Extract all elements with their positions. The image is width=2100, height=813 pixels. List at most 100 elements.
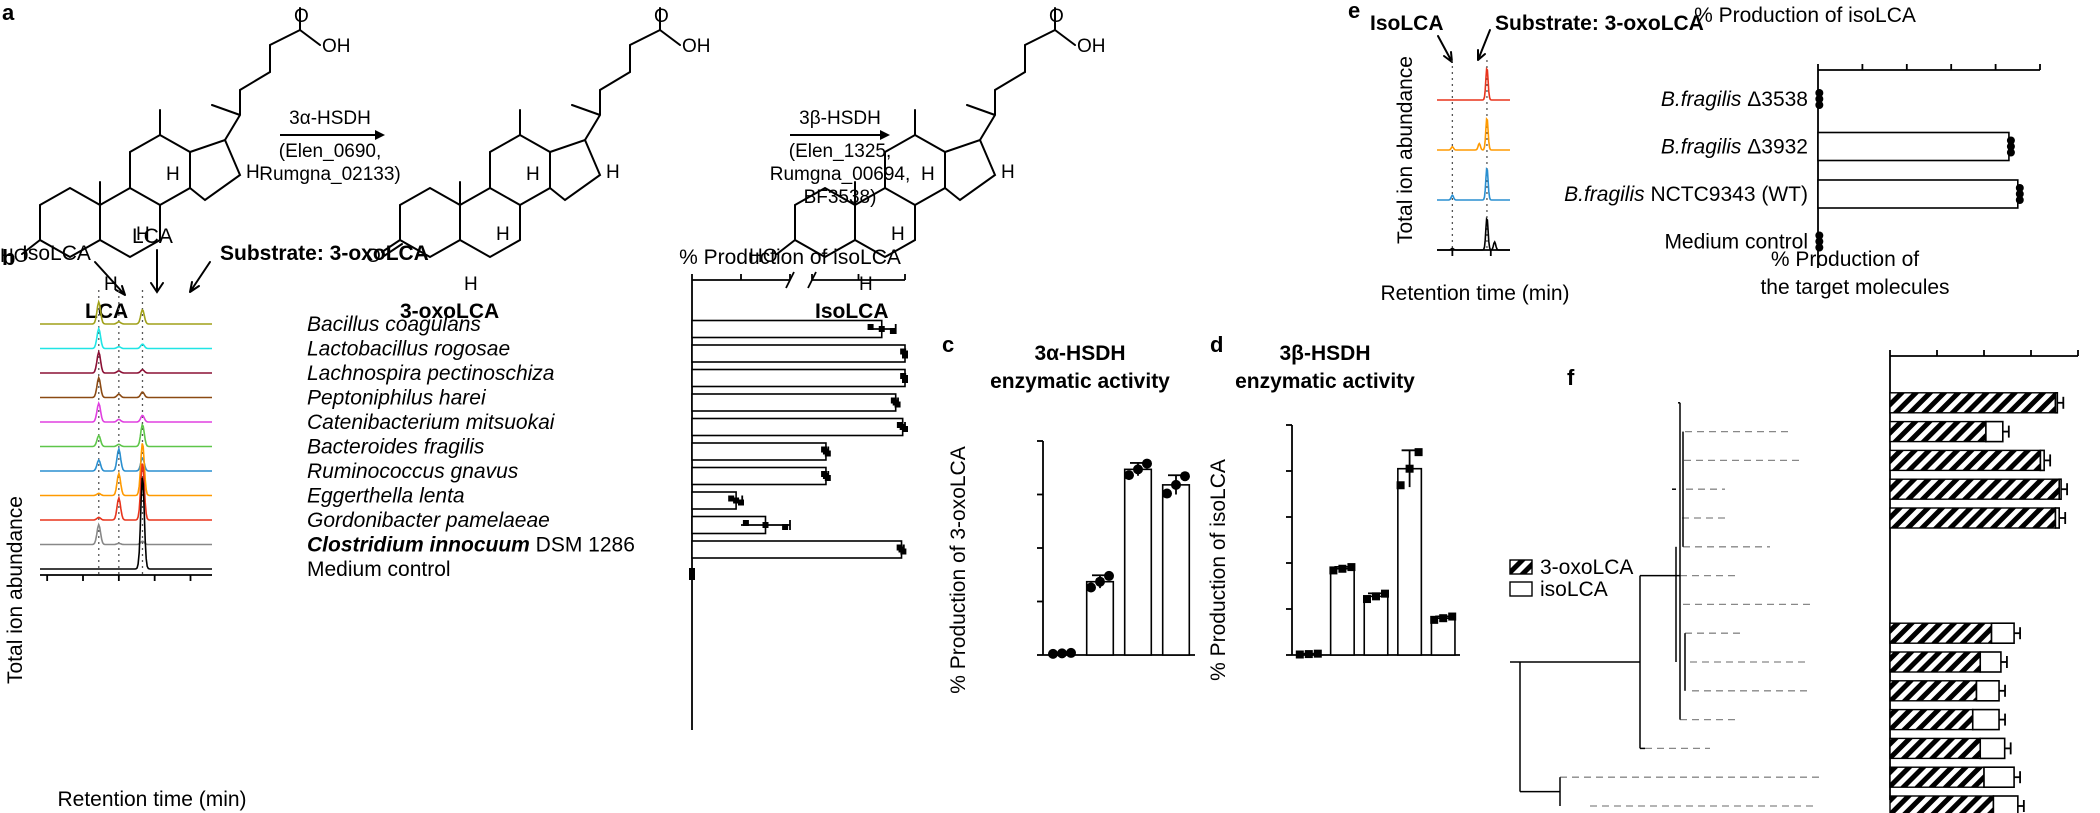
bar-isolca bbox=[2058, 478, 2062, 501]
data-point bbox=[1171, 479, 1181, 490]
atom-h: H bbox=[166, 164, 180, 185]
arrow-icon bbox=[150, 249, 164, 294]
arrow-icon bbox=[1437, 35, 1453, 63]
bar-3-oxolca bbox=[1889, 420, 1987, 443]
data-point bbox=[1815, 243, 1824, 252]
data-point bbox=[889, 328, 896, 334]
organism-genus: Clostridium innocuum bbox=[307, 534, 530, 557]
molecule-label-lca: LCA bbox=[85, 300, 128, 323]
enzyme-bar-chart-c bbox=[1037, 440, 1195, 659]
bar bbox=[691, 417, 904, 437]
panel-c: c 3α-HSDH enzymatic activity % Productio… bbox=[942, 332, 1195, 694]
atom-oh: OH bbox=[1077, 36, 1106, 57]
data-point bbox=[902, 352, 908, 359]
panel-letter-b: b bbox=[2, 245, 15, 270]
data-point bbox=[824, 450, 831, 457]
atom-h: H bbox=[891, 224, 905, 245]
chart-title: enzymatic activity bbox=[990, 370, 1170, 393]
data-point bbox=[762, 522, 769, 528]
organism-label: Lachnospira pectinoschiza bbox=[307, 362, 555, 385]
peak-label-isolca: IsoLCA bbox=[1370, 12, 1444, 35]
atom-h: H bbox=[464, 274, 478, 295]
panel-b: b IsoLCA LCA Substrate: 3-oxoLCA Bacillu… bbox=[2, 225, 908, 811]
bar-3-oxolca bbox=[1889, 766, 1985, 788]
organism-genus: Eggerthella lenta bbox=[307, 485, 465, 508]
arrow1-enzyme: 3α-HSDH bbox=[289, 108, 371, 129]
panel-letter-f: f bbox=[1567, 365, 1575, 390]
data-point bbox=[1815, 95, 1824, 103]
bar-3-oxolca bbox=[1889, 708, 1974, 731]
atom-h: H bbox=[136, 224, 150, 245]
legend-label: isoLCA bbox=[1540, 578, 1608, 601]
data-point bbox=[1439, 614, 1448, 623]
organism-label: Eggerthella lenta bbox=[307, 485, 465, 508]
chromatogram-trace bbox=[40, 477, 212, 570]
bar bbox=[691, 319, 883, 339]
legend-swatch-3-oxolca bbox=[1509, 559, 1533, 575]
bar-3-oxolca bbox=[1889, 392, 2057, 414]
organism-label: Ruminococcus gnavus bbox=[307, 460, 519, 483]
bar-title: % Production of isoLCA bbox=[679, 246, 901, 269]
chromatogram-trace bbox=[40, 446, 212, 472]
y-axis-label: % Production of 3-oxoLCA bbox=[947, 446, 970, 693]
chromatogram-trace bbox=[40, 349, 212, 374]
row-label: Medium control bbox=[1664, 231, 1808, 254]
bar-isolca bbox=[2054, 507, 2060, 529]
row-label-strain: Medium control bbox=[1664, 231, 1808, 254]
organism-label: Clostridium innocuum DSM 1286 bbox=[307, 534, 635, 557]
atom-h: H bbox=[526, 164, 540, 185]
bar-isolca bbox=[2039, 449, 2045, 472]
chromatogram-trace bbox=[40, 375, 212, 399]
reaction-arrow-2: 3β-HSDH (Elen_1325, Rumgna_00694, BF3538… bbox=[770, 108, 911, 208]
data-point bbox=[1815, 101, 1824, 109]
peak-label-substrate: Substrate: 3-oxoLCA bbox=[1495, 12, 1704, 35]
arrow-icon bbox=[1477, 29, 1491, 61]
data-point bbox=[1086, 582, 1096, 593]
chromatogram-traces bbox=[1437, 60, 1510, 256]
legend-swatch-isolca bbox=[1509, 581, 1533, 597]
panel-f: f % Production of the target molecules 3… bbox=[1509, 248, 2079, 813]
panel-letter-a: a bbox=[2, 0, 15, 25]
data-point bbox=[1180, 471, 1190, 482]
data-point bbox=[1295, 650, 1304, 659]
row-label-species: B.fragilis bbox=[1661, 88, 1742, 111]
bar bbox=[691, 442, 827, 461]
data-point bbox=[1815, 89, 1824, 97]
arrow2-gene: (Elen_1325, bbox=[789, 141, 891, 162]
data-point bbox=[1066, 647, 1076, 658]
bar-isolca bbox=[1975, 679, 2000, 702]
peak-label-lca: LCA bbox=[132, 225, 173, 248]
bar bbox=[691, 540, 903, 559]
data-point bbox=[1304, 650, 1313, 659]
bar-3-oxolca bbox=[1889, 449, 2042, 472]
chart-title: 3β-HSDH bbox=[1280, 342, 1371, 365]
organism-suffix: DSM 1286 bbox=[530, 534, 635, 557]
bar bbox=[1817, 131, 2010, 162]
row-label: B.fragilis Δ3932 bbox=[1661, 136, 1808, 159]
data-point bbox=[902, 377, 908, 383]
panel-letter-e: e bbox=[1348, 0, 1360, 23]
chromatogram-traces bbox=[40, 290, 212, 581]
atom-h: H bbox=[921, 164, 935, 185]
data-point bbox=[902, 426, 908, 432]
legend-label: 3-oxoLCA bbox=[1540, 556, 1633, 579]
bar-isolca bbox=[1992, 795, 2019, 813]
data-point bbox=[1313, 649, 1322, 658]
data-point bbox=[1347, 563, 1356, 572]
chromatogram-trace bbox=[1437, 67, 1510, 101]
chromatogram-xlabel: Retention time (min) bbox=[57, 788, 246, 811]
chromatogram-trace bbox=[40, 299, 212, 325]
chromatogram-trace bbox=[40, 463, 212, 521]
panel-letter-c: c bbox=[942, 332, 954, 357]
organism-genus: Catenibacterium mitsuokai bbox=[307, 411, 556, 434]
chromatogram-trace bbox=[40, 401, 212, 423]
row-label-strain: Δ3932 bbox=[1741, 136, 1808, 159]
organism-label: Bacillus coagulans bbox=[307, 313, 481, 336]
organism-suffix: Medium control bbox=[307, 558, 451, 581]
chromatogram-trace bbox=[40, 443, 212, 497]
bar bbox=[691, 393, 897, 412]
row-label: B.fragilis Δ3538 bbox=[1661, 88, 1808, 111]
bar bbox=[691, 466, 827, 486]
molecule-label-isolca: IsoLCA bbox=[815, 300, 889, 323]
row-label-species: B.fragilis bbox=[1661, 136, 1742, 159]
